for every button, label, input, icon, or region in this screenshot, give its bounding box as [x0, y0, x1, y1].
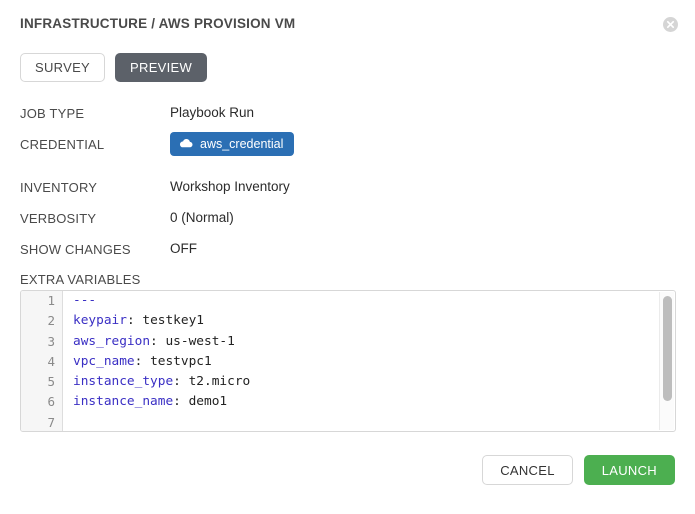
detail-row-job-type: JOB TYPE Playbook Run — [20, 104, 620, 135]
code-line: keypair: testkey1 — [73, 311, 653, 331]
code-line — [73, 413, 653, 431]
launch-button[interactable]: LAUNCH — [583, 455, 675, 485]
code-token-doc-start: --- — [73, 293, 97, 308]
cancel-button[interactable]: CANCEL — [482, 455, 573, 485]
detail-row-credential: CREDENTIAL aws_credential — [20, 132, 620, 172]
code-token-punc: : — [126, 313, 135, 329]
detail-label-inventory: INVENTORY — [20, 180, 98, 195]
detail-label-verbosity: VERBOSITY — [20, 211, 97, 226]
detail-label-show-changes: SHOW CHANGES — [20, 242, 131, 257]
line-number: 7 — [47, 414, 55, 430]
code-token-key: instance_type — [73, 374, 174, 390]
line-number: 6 — [47, 394, 55, 410]
page-title: INFRASTRUCTURE / AWS PROVISION VM — [20, 16, 296, 31]
code-token-punc: : — [173, 374, 181, 390]
close-icon[interactable] — [663, 17, 678, 32]
code-token-value: testvpc1 — [142, 353, 212, 369]
credential-badge-label: aws_credential — [200, 137, 284, 151]
credential-badge[interactable]: aws_credential — [170, 132, 295, 156]
detail-label-credential: CREDENTIAL — [20, 137, 105, 152]
code-line: instance_type: t2.micro — [73, 372, 653, 392]
code-token-value: us-west-1 — [157, 333, 235, 349]
editor-gutter: 1 2 3 4 5 6 7 — [21, 291, 63, 431]
code-token-punc: : — [173, 394, 181, 410]
code-token-key: vpc_name — [73, 353, 135, 369]
tab-bar: SURVEY PREVIEW — [20, 53, 208, 82]
code-line: aws_region: us-west-1 — [73, 332, 653, 352]
job-details-list: JOB TYPE Playbook Run CREDENTIAL aws_cre… — [20, 104, 620, 271]
line-number: 3 — [47, 333, 55, 349]
detail-row-verbosity: VERBOSITY 0 (Normal) — [20, 209, 620, 240]
code-token-value: testkey1 — [134, 313, 204, 329]
code-token-key: aws_region — [73, 333, 151, 349]
detail-value-show-changes: OFF — [170, 241, 197, 256]
detail-value-inventory: Workshop Inventory — [170, 179, 290, 194]
editor-scrollbar-thumb[interactable] — [663, 296, 672, 401]
tab-preview[interactable]: PREVIEW — [115, 53, 208, 82]
code-line: --- — [73, 291, 653, 311]
line-number: 1 — [47, 293, 55, 308]
modal-footer: CANCEL LAUNCH — [0, 455, 695, 495]
detail-row-show-changes: SHOW CHANGES OFF — [20, 240, 620, 271]
modal-header: INFRASTRUCTURE / AWS PROVISION VM — [0, 0, 695, 40]
line-number: 4 — [47, 353, 55, 369]
code-token-value: t2.micro — [180, 374, 251, 390]
code-line: instance_name: demo1 — [73, 392, 653, 412]
detail-value-verbosity: 0 (Normal) — [170, 210, 234, 225]
editor-scrollbar[interactable] — [659, 292, 674, 430]
code-token-value: demo1 — [180, 394, 228, 410]
code-token-key: instance_name — [73, 394, 174, 410]
detail-value-job-type: Playbook Run — [170, 105, 255, 120]
line-number: 5 — [47, 374, 55, 390]
code-token-punc: : — [134, 353, 143, 369]
code-line: vpc_name: testvpc1 — [73, 352, 653, 372]
detail-row-inventory: INVENTORY Workshop Inventory — [20, 178, 620, 209]
tab-survey[interactable]: SURVEY — [20, 53, 106, 82]
detail-label-job-type: JOB TYPE — [20, 106, 85, 121]
extra-variables-label: EXTRA VARIABLES — [20, 272, 141, 287]
extra-variables-editor[interactable]: 1 2 3 4 5 6 7 --- keypair: testkey1 aws_… — [20, 290, 676, 432]
line-number: 2 — [47, 313, 55, 329]
footer-button-group: CANCEL LAUNCH — [482, 455, 675, 485]
code-token-punc: : — [150, 333, 158, 349]
code-token-key: keypair — [73, 313, 127, 329]
editor-code-area[interactable]: --- keypair: testkey1 aws_region: us-wes… — [64, 291, 653, 431]
cloud-icon — [179, 137, 193, 151]
